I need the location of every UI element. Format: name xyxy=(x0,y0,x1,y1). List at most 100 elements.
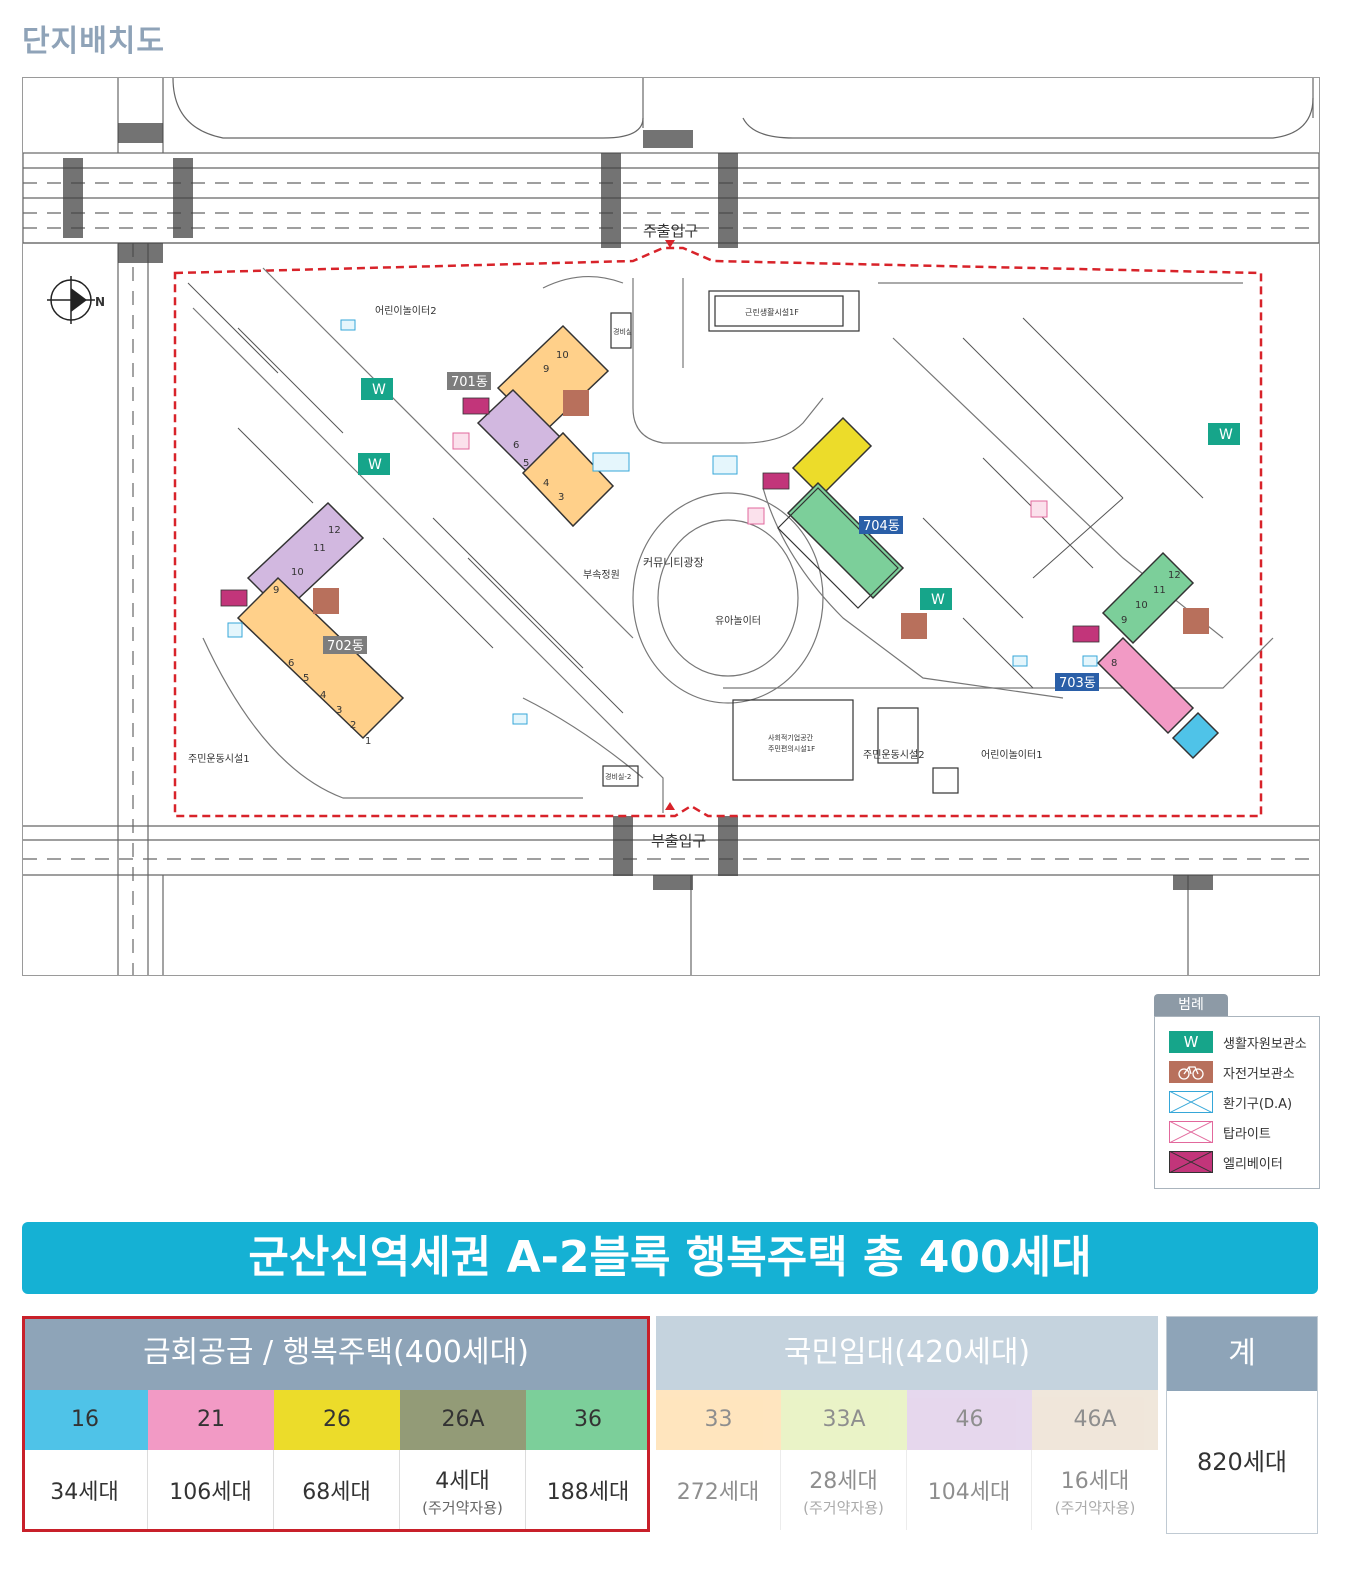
building-tag-701: 701동 xyxy=(447,372,491,390)
facility-footprints xyxy=(602,290,959,794)
count-26: 68세대 xyxy=(274,1450,400,1530)
svg-text:1: 1 xyxy=(365,736,371,747)
svg-text:부속정원: 부속정원 xyxy=(583,569,620,581)
svg-text:주민편의시설1F: 주민편의시설1F xyxy=(768,744,815,753)
type-26A: 26A xyxy=(400,1390,526,1450)
svg-text:W: W xyxy=(372,382,386,398)
bicycle-icon xyxy=(1169,1061,1213,1083)
building-tag-703: 703동 xyxy=(1055,673,1099,691)
svg-text:702동: 702동 xyxy=(327,639,364,654)
building-701: 10 9 6 5 4 3 xyxy=(476,324,615,528)
svg-text:사회적기업공간: 사회적기업공간 xyxy=(768,733,814,742)
toplights xyxy=(452,432,1048,525)
svg-text:W: W xyxy=(1219,427,1233,443)
svg-text:W: W xyxy=(931,592,945,608)
map-labels: 주출입구 부출입구 어린이놀이터2 어린이놀이터1 커뮤니티광장 유아놀이터 부… xyxy=(188,222,1043,850)
roads xyxy=(23,78,1319,975)
bicycle-storage xyxy=(313,390,1209,639)
svg-text:704동: 704동 xyxy=(863,519,900,534)
legend-item-recycling: W 생활자원보관소 xyxy=(1169,1031,1307,1053)
building-703: 12 11 10 9 8 xyxy=(1096,551,1220,760)
count-46A: 16세대 (주거약자용) xyxy=(1054,1468,1136,1517)
type-33: 33 xyxy=(656,1390,781,1450)
w-icon: W xyxy=(1169,1031,1213,1053)
table-group-happy-housing: 금회공급 / 행복주택(400세대) 16 21 26 26A 36 34세대 … xyxy=(22,1316,650,1532)
legend-item-elevator: 엘리베이터 xyxy=(1168,1150,1283,1174)
elevator-icon xyxy=(1168,1150,1214,1174)
svg-text:5: 5 xyxy=(523,458,529,469)
group2-header: 국민임대(420세대) xyxy=(656,1316,1158,1390)
type-33A: 33A xyxy=(781,1390,907,1450)
total-header: 계 xyxy=(1167,1317,1317,1391)
summary-banner: 군산신역세권 A-2블록 행복주택 총 400세대 xyxy=(22,1222,1318,1294)
svg-text:11: 11 xyxy=(1153,585,1166,596)
toplight-icon xyxy=(1168,1120,1214,1144)
count-21: 106세대 xyxy=(148,1450,274,1530)
svg-text:701동: 701동 xyxy=(451,375,488,390)
svg-text:10: 10 xyxy=(1135,600,1148,611)
svg-text:6: 6 xyxy=(288,658,294,669)
table-total: 계 820세대 xyxy=(1166,1316,1318,1534)
svg-text:6: 6 xyxy=(513,440,519,451)
type-46: 46 xyxy=(907,1390,1032,1450)
sub-entrance-label: 부출입구 xyxy=(651,832,706,850)
north-compass-icon: N xyxy=(47,276,105,324)
group1-header: 금회공급 / 행복주택(400세대) xyxy=(22,1316,650,1390)
svg-text:주민운동시설2: 주민운동시설2 xyxy=(863,749,925,761)
svg-text:12: 12 xyxy=(328,525,341,536)
main-entrance-arrow xyxy=(665,240,675,248)
legend-title: 범례 xyxy=(1154,994,1228,1016)
svg-text:경비실: 경비실 xyxy=(613,327,632,336)
site-boundary xyxy=(173,246,1263,818)
svg-text:5: 5 xyxy=(303,673,309,684)
site-plan-map: 10 9 6 5 4 3 12 11 10 9 6 5 4 3 2 1 xyxy=(22,77,1320,976)
vent-icon xyxy=(1168,1090,1214,1114)
building-tag-704: 704동 xyxy=(859,516,903,534)
vents xyxy=(227,319,1098,725)
building-tag-702: 702동 xyxy=(323,636,367,654)
count-33: 272세대 xyxy=(656,1450,781,1530)
svg-text:2: 2 xyxy=(350,720,356,731)
elevators xyxy=(220,397,1100,643)
svg-text:4: 4 xyxy=(543,478,549,489)
building-702: 12 11 10 9 6 5 4 3 2 1 xyxy=(236,501,405,747)
w-markers: W W W W xyxy=(358,378,1240,610)
svg-text:10: 10 xyxy=(291,567,304,578)
legend: W 생활자원보관소 자전거보관소 환기구(D.A) 탑라이트 엘리베이터 xyxy=(1154,1016,1320,1189)
page-title: 단지배치도 xyxy=(22,24,165,59)
type-26: 26 xyxy=(274,1390,400,1450)
svg-text:주민운동시설1: 주민운동시설1 xyxy=(188,753,250,765)
svg-text:커뮤니티광장: 커뮤니티광장 xyxy=(643,556,704,569)
svg-text:경비실-2: 경비실-2 xyxy=(605,772,631,781)
svg-text:703동: 703동 xyxy=(1059,676,1096,691)
count-26A: 4세대 (주거약자용) xyxy=(400,1450,526,1530)
legend-item-vent: 환기구(D.A) xyxy=(1168,1090,1292,1114)
svg-text:4: 4 xyxy=(320,690,326,701)
svg-text:어린이놀이터2: 어린이놀이터2 xyxy=(375,305,437,317)
count-16: 34세대 xyxy=(22,1450,148,1530)
svg-text:3: 3 xyxy=(336,705,342,716)
type-21: 21 xyxy=(148,1390,274,1450)
svg-text:8: 8 xyxy=(1111,658,1117,669)
type-36: 36 xyxy=(526,1390,650,1450)
svg-text:9: 9 xyxy=(543,364,549,375)
sub-entrance-arrow xyxy=(665,802,675,810)
parking-areas xyxy=(187,282,1243,714)
count-36: 188세대 xyxy=(546,1480,630,1505)
svg-text:N: N xyxy=(95,295,105,309)
svg-text:근린생활시설1F: 근린생활시설1F xyxy=(745,307,799,317)
count-46: 104세대 xyxy=(907,1450,1032,1530)
crosswalks xyxy=(63,123,1213,890)
building-704 xyxy=(777,416,905,609)
main-entrance-label: 주출입구 xyxy=(643,222,698,240)
table-group-national-rental: 국민임대(420세대) 33 33A 46 46A 272세대 28세대 (주거… xyxy=(656,1316,1158,1532)
legend-item-bicycle: 자전거보관소 xyxy=(1169,1061,1295,1083)
internal-roads xyxy=(192,267,1274,813)
svg-text:9: 9 xyxy=(1121,615,1127,626)
type-46A: 46A xyxy=(1032,1390,1158,1450)
total-value: 820세대 xyxy=(1197,1448,1287,1476)
svg-text:9: 9 xyxy=(273,585,279,596)
legend-item-toplight: 탑라이트 xyxy=(1168,1120,1271,1144)
svg-text:12: 12 xyxy=(1168,570,1181,581)
svg-text:W: W xyxy=(368,457,382,473)
